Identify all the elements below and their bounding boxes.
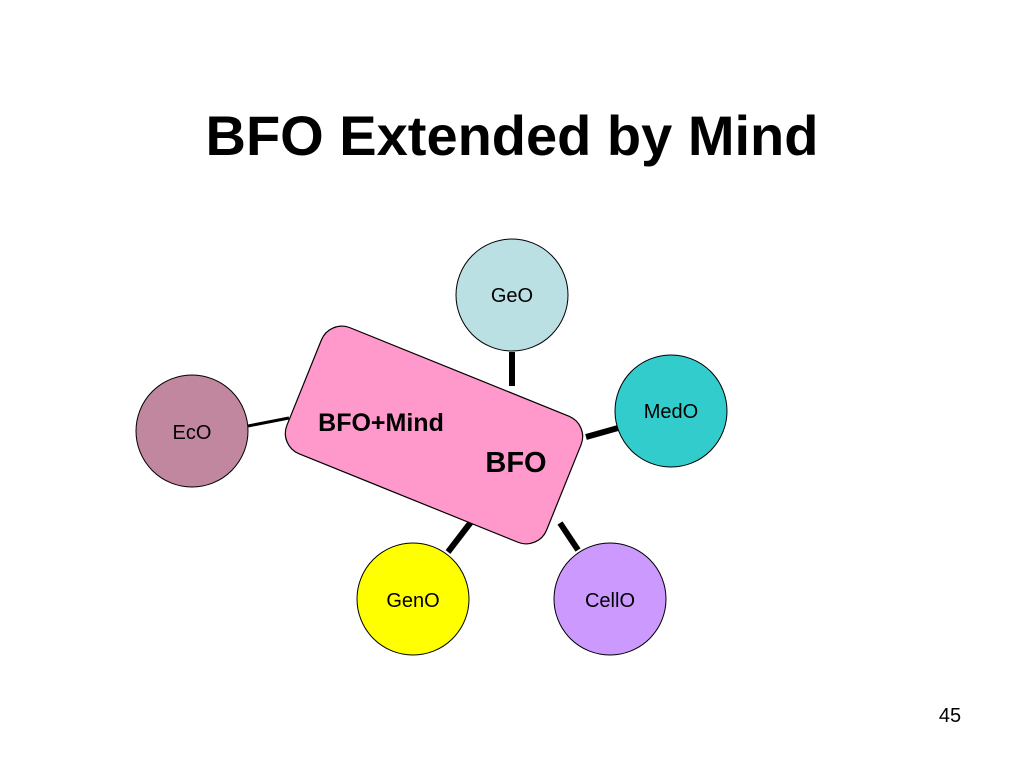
hub-label-core: BFO: [485, 447, 546, 479]
geo-circle: [455, 238, 569, 352]
node-medo: MedO: [614, 354, 728, 468]
node-eco: EcO: [135, 374, 249, 488]
connectors: [247, 352, 619, 554]
geno-circle: [356, 542, 470, 656]
eco-label: EcO: [173, 422, 212, 444]
cello-circle: [553, 542, 667, 656]
slide-number: 45: [938, 705, 962, 727]
node-cello: CellO: [553, 542, 667, 656]
medo-circle: [614, 354, 728, 468]
hub-label-extension: BFO+Mind: [318, 409, 444, 437]
geno-label: GenO: [386, 590, 439, 612]
eco-circle: [135, 374, 249, 488]
node-geo: GeO: [455, 238, 569, 352]
hub-bfo-mind: [284, 325, 584, 545]
hub-rectangle: [284, 325, 584, 545]
geo-label: GeO: [491, 285, 533, 307]
node-geno: GenO: [356, 542, 470, 656]
medo-label: MedO: [644, 401, 698, 423]
connector-cello: [557, 521, 581, 552]
connector-geno: [445, 520, 474, 554]
connector-eco: [247, 416, 290, 428]
cello-label: CellO: [585, 590, 635, 612]
slide-title: BFO Extended by Mind: [205, 104, 819, 167]
connector-medo: [585, 425, 619, 440]
